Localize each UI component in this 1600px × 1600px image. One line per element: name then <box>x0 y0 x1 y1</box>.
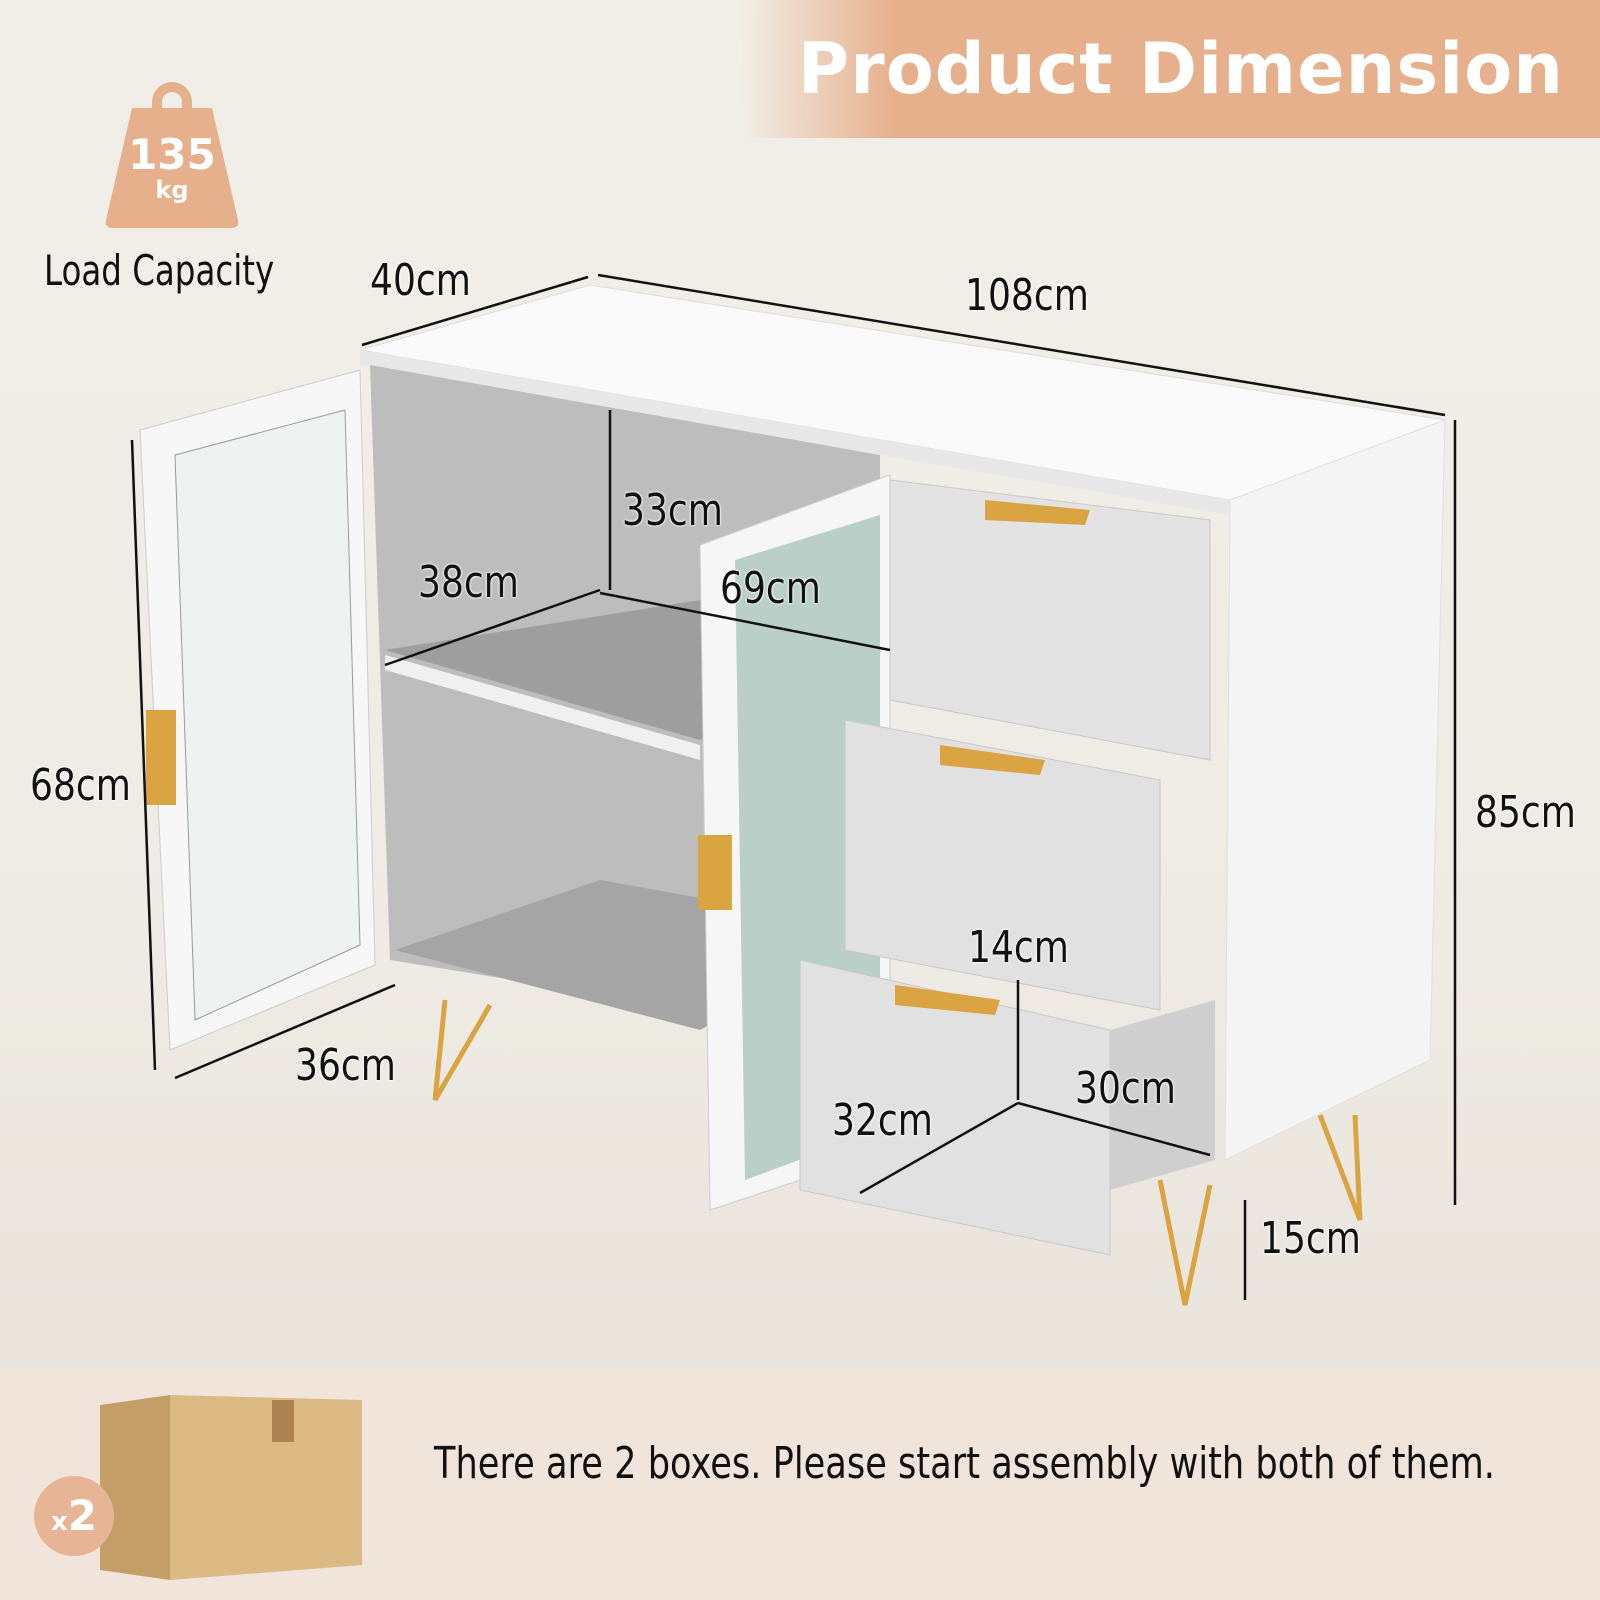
dim-height: 85cm <box>1475 787 1576 838</box>
load-capacity-label: Load Capacity <box>44 246 275 295</box>
dim-depth: 40cm <box>370 255 471 306</box>
dim-drawer-width: 32cm <box>832 1095 933 1146</box>
weight-icon: 135 kg <box>102 72 242 232</box>
box-count-badge: x2 <box>34 1476 114 1556</box>
dim-width: 108cm <box>965 270 1089 321</box>
dim-drawer-height: 14cm <box>968 922 1069 973</box>
page-title: Product Dimension <box>797 28 1564 110</box>
box-icon <box>100 1395 362 1580</box>
dim-drawer-depth: 30cm <box>1075 1063 1176 1114</box>
cabinet-illustration <box>130 273 1457 1306</box>
dim-door-width: 36cm <box>295 1040 396 1091</box>
dim-shelf-depth: 38cm <box>418 557 519 608</box>
title-banner: Product Dimension <box>740 0 1600 138</box>
dim-shelf-height: 33cm <box>622 485 723 536</box>
dim-shelf-width: 69cm <box>720 563 821 614</box>
assembly-note: There are 2 boxes. Please start assembly… <box>434 1438 1495 1489</box>
dimension-lines <box>130 273 1457 1300</box>
load-capacity-unit: kg <box>155 176 189 204</box>
door-handle <box>146 710 176 805</box>
dim-leg-height: 15cm <box>1260 1213 1361 1264</box>
dim-door-height: 68cm <box>30 760 131 811</box>
load-capacity-value: 135 <box>128 130 216 179</box>
